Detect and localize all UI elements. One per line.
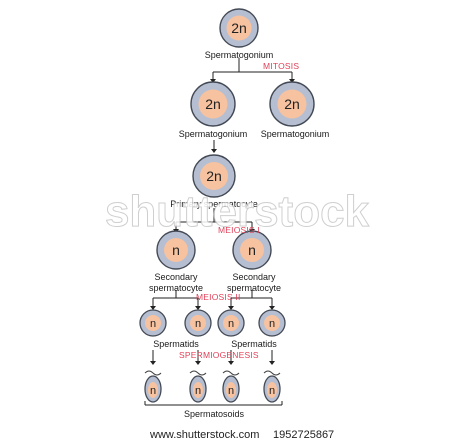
arrowhead-sperm-1	[150, 361, 156, 365]
arrowhead-sperm-2	[195, 361, 201, 365]
cell-secondary-right: n	[232, 230, 272, 270]
cell-spermatogonium-left: 2n	[190, 81, 236, 127]
arrowhead-top-left	[210, 79, 216, 83]
ploidy-label: 2n	[284, 96, 300, 112]
ploidy-label: n	[150, 385, 156, 397]
label-meiosis-1: MEIOSIS I	[218, 225, 260, 235]
ploidy-label: n	[172, 242, 180, 258]
arrowheads	[150, 79, 295, 365]
label-secondary-right-1: Secondary	[232, 272, 276, 282]
label-spermatogonium-left: Spermatogonium	[179, 129, 248, 139]
cell-spermatid-3: n	[217, 309, 245, 337]
cell-spermatid-4: n	[258, 309, 286, 337]
sperm-cell-1: n	[144, 370, 162, 403]
label-mitosis: MITOSIS	[263, 61, 299, 71]
label-spermatozoids: Spermatosoids	[184, 409, 245, 419]
cell-spermatogonium-top: 2n	[219, 8, 259, 48]
ploidy-label: n	[269, 318, 275, 330]
arrowhead-sperm-4	[269, 361, 275, 365]
sperm-tail	[144, 370, 162, 376]
cell-spermatid-2: n	[184, 309, 212, 337]
label-primary-spermatocyte: Primary spermatocyte	[170, 199, 258, 209]
arrowhead-sperm-3	[228, 361, 234, 365]
arrowhead-spermatid-2	[195, 306, 201, 310]
footer-url: www.shutterstock.com	[149, 429, 259, 441]
label-meiosis-2: MEIOSIS II	[196, 292, 241, 302]
arrowhead-spermatid-4	[269, 306, 275, 310]
footer-image-id: 1952725867	[273, 429, 334, 441]
arrowhead-spermatid-3	[228, 306, 234, 310]
ploidy-label: 2n	[231, 20, 247, 36]
cell-spermatid-1: n	[139, 309, 167, 337]
label-secondary-right-2: spermatocyte	[227, 283, 281, 293]
sperm-tail	[189, 370, 207, 376]
ploidy-label: n	[150, 318, 156, 330]
cell-secondary-left: n	[156, 230, 196, 270]
footer-bar	[0, 425, 474, 443]
ploidy-label: n	[195, 385, 201, 397]
arrowhead-primary	[211, 149, 217, 153]
label-spermatogonium-right: Spermatogonium	[261, 129, 330, 139]
arrowhead-spermatid-1	[150, 306, 156, 310]
watermark: shutterstock	[105, 187, 370, 236]
ploidy-label: n	[269, 385, 275, 397]
cell-primary-spermatocyte: 2n	[192, 154, 236, 198]
label-secondary-left-1: Secondary	[154, 272, 198, 282]
label-spermatids-left: Spermatids	[153, 339, 199, 349]
label-spermatogonium-top: Spermatogonium	[205, 50, 274, 60]
ploidy-label: 2n	[206, 168, 222, 184]
sperm-cell-3: n	[222, 370, 240, 403]
ploidy-label: n	[228, 318, 234, 330]
cell-spermatogonium-right: 2n	[269, 81, 315, 127]
sperm-cell-2: n	[189, 370, 207, 403]
label-spermatids-right: Spermatids	[231, 339, 277, 349]
ploidy-label: n	[228, 385, 234, 397]
ploidy-label: n	[248, 242, 256, 258]
label-secondary-left-2: spermatocyte	[149, 283, 203, 293]
sperm-tail	[263, 370, 281, 376]
sperm-tail	[222, 370, 240, 376]
sperm-cell-4: n	[263, 370, 281, 403]
label-spermiogenesis: SPERMIOGENESIS	[179, 350, 259, 360]
arrowhead-top-right	[289, 79, 295, 83]
connectors	[144, 58, 293, 406]
ploidy-label: 2n	[205, 96, 221, 112]
ploidy-label: n	[195, 318, 201, 330]
